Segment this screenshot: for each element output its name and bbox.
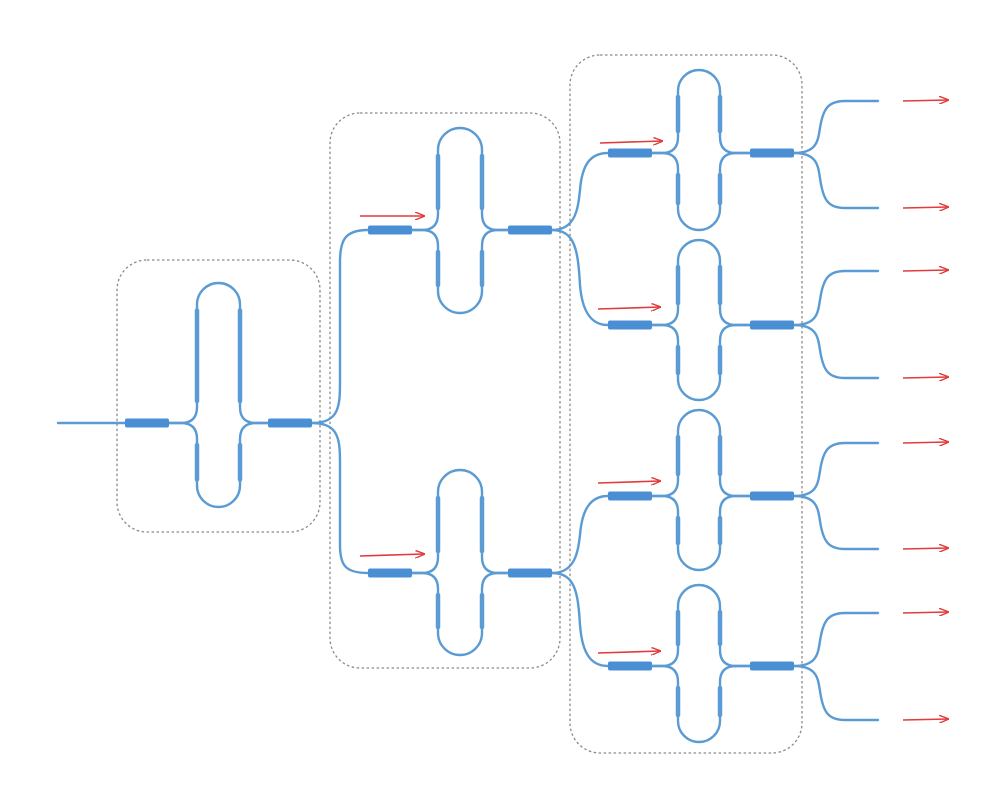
output-waveguide-4 bbox=[792, 323, 880, 380]
output-arrow-2 bbox=[902, 207, 948, 208]
mzi-3c-lower-arm bbox=[650, 494, 752, 572]
phase-input-arrow-3b bbox=[597, 307, 660, 309]
mzi-3b-coupler-out bbox=[750, 320, 794, 330]
mzi-1-coupler-out bbox=[268, 418, 312, 428]
mzi-3d-lower-arm bbox=[650, 664, 752, 744]
output-waveguide-8 bbox=[792, 664, 880, 722]
mzi-3c-coupler-in bbox=[608, 491, 652, 501]
phase-input-arrow-2b bbox=[359, 554, 424, 556]
mzi-2b-coupler-out bbox=[508, 568, 552, 578]
link-2a-to-3b bbox=[550, 228, 610, 327]
mzi-1-upper-arm bbox=[167, 281, 270, 425]
link-2b-to-3c bbox=[550, 494, 610, 575]
waveguides bbox=[56, 68, 880, 744]
mzi-3b-upper-arm bbox=[650, 238, 752, 327]
mzi-1-coupler-in bbox=[125, 418, 169, 428]
mzi-2a-lower-arm bbox=[410, 228, 510, 315]
phase-input-arrow-3d bbox=[597, 651, 660, 653]
stage-2-box bbox=[329, 112, 561, 669]
mzi-2a-coupler-in bbox=[368, 225, 412, 235]
stage-1-box bbox=[116, 259, 321, 533]
output-waveguide-3 bbox=[792, 269, 880, 327]
mzi-3a-lower-arm bbox=[650, 151, 752, 232]
output-arrow-6 bbox=[902, 548, 948, 549]
mzi-1-lower-arm bbox=[167, 421, 270, 509]
mzi-3d-coupler-out bbox=[750, 661, 794, 671]
mzi-3d-coupler-in bbox=[608, 661, 652, 671]
output-waveguide-7 bbox=[792, 611, 880, 668]
mzi-2b-coupler-in bbox=[368, 568, 412, 578]
output-waveguide-2 bbox=[792, 151, 880, 210]
link-1-to-2a bbox=[310, 228, 370, 425]
mzi-3c-coupler-out bbox=[750, 491, 794, 501]
link-1-to-2b bbox=[310, 421, 370, 575]
phase-input-arrow-3c bbox=[597, 481, 660, 483]
stage-3-box bbox=[569, 54, 803, 754]
mzi-2b-upper-arm bbox=[410, 468, 510, 575]
mzi-3b-coupler-in bbox=[608, 320, 652, 330]
output-arrow-3 bbox=[902, 270, 948, 271]
mzi-3b-lower-arm bbox=[650, 323, 752, 402]
output-arrow-7 bbox=[902, 612, 948, 613]
mzi-2a-coupler-out bbox=[508, 225, 552, 235]
arrows bbox=[359, 100, 948, 720]
mzi-3a-coupler-in bbox=[608, 148, 652, 158]
output-waveguide-5 bbox=[792, 441, 880, 498]
couplers bbox=[125, 148, 794, 671]
mzi-3a-coupler-out bbox=[750, 148, 794, 158]
output-arrow-1 bbox=[902, 100, 948, 101]
link-2b-to-3d bbox=[550, 571, 610, 668]
stage-boxes bbox=[116, 54, 803, 754]
output-waveguide-6 bbox=[792, 494, 880, 551]
mzi-3a-upper-arm bbox=[650, 68, 752, 155]
output-arrow-8 bbox=[902, 719, 948, 720]
mzi-2b-lower-arm bbox=[410, 571, 510, 657]
link-2a-to-3a bbox=[550, 151, 610, 232]
mzi-3c-upper-arm bbox=[650, 408, 752, 498]
phase-input-arrow-3a bbox=[599, 141, 662, 143]
output-arrow-4 bbox=[902, 377, 948, 378]
output-arrow-5 bbox=[902, 442, 948, 443]
mzi-3d-upper-arm bbox=[650, 583, 752, 668]
output-waveguide-1 bbox=[792, 99, 880, 155]
mzi-2a-upper-arm bbox=[410, 126, 510, 232]
